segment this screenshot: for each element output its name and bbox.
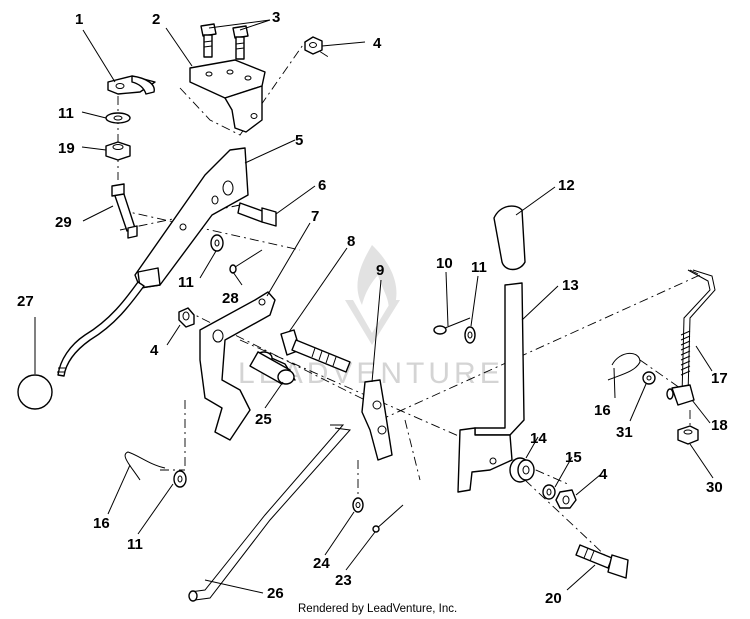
- part-4-nut-right: [555, 489, 577, 509]
- callout-5: 5: [295, 132, 303, 149]
- leader-lines: [34, 19, 714, 594]
- callout-28: 28: [222, 290, 239, 307]
- part-11-washer-mid: [210, 234, 224, 252]
- part-16-hairpin-right: [607, 352, 641, 381]
- callout-4-left: 4: [150, 342, 159, 359]
- part-7-bracket: [199, 291, 276, 441]
- callout-12: 12: [558, 177, 575, 194]
- part-14-bushing: [509, 457, 535, 483]
- part-30-nut: [677, 425, 699, 445]
- part-24-washer: [352, 497, 364, 513]
- part-11-washer-lower: [173, 470, 187, 488]
- callout-9: 9: [376, 262, 384, 279]
- assembly-lines: [117, 41, 701, 561]
- part-19-nut: [105, 141, 131, 161]
- part-28-cotter-pin: [229, 249, 263, 274]
- callout-6: 6: [318, 177, 326, 194]
- part-29-link: [111, 183, 138, 239]
- part-16-hairpin-left: [124, 451, 166, 481]
- callout-30: 30: [706, 479, 723, 496]
- callout-27: 27: [17, 293, 34, 310]
- part-26-link-rod: [188, 424, 351, 602]
- callout-7: 7: [311, 208, 319, 225]
- callout-19: 19: [58, 140, 75, 157]
- callout-15: 15: [565, 449, 582, 466]
- callout-4-right: 4: [599, 466, 608, 483]
- part-8-bolt: [280, 329, 351, 373]
- callout-26: 26: [267, 585, 284, 602]
- part-11-washer-left: [105, 112, 131, 124]
- callout-18: 18: [711, 417, 728, 434]
- callout-14: 14: [530, 430, 547, 447]
- part-11-washer-right: [464, 326, 476, 344]
- callout-10: 10: [436, 255, 453, 272]
- callout-3: 3: [272, 9, 280, 26]
- callout-25: 25: [255, 411, 272, 428]
- part-27-knob: [17, 374, 53, 410]
- callout-17: 17: [711, 370, 728, 387]
- callout-29: 29: [55, 214, 72, 231]
- callout-2: 2: [152, 11, 160, 28]
- callout-8: 8: [347, 233, 355, 250]
- callout-20: 20: [545, 590, 562, 607]
- callout-11-lower: 11: [127, 536, 143, 553]
- part-31-washer: [642, 371, 656, 385]
- callout-16-left: 16: [93, 515, 110, 532]
- part-15-washer: [542, 484, 556, 500]
- part-6-bolt: [237, 202, 277, 227]
- part-12-grip: [493, 205, 526, 271]
- part-9-plate: [361, 379, 393, 461]
- part-10-hairpin: [433, 317, 471, 335]
- part-13-lever: [457, 282, 525, 493]
- callout-11-mid: 11: [178, 274, 194, 291]
- callout-11-right: 11: [471, 259, 487, 276]
- part-20-bolt: [575, 544, 629, 579]
- part-5-arm: [57, 147, 249, 377]
- callout-24: 24: [313, 555, 330, 572]
- part-1-clip: [107, 75, 156, 95]
- footer-credit: Rendered by LeadVenture, Inc.: [298, 603, 457, 615]
- callout-11-top: 11: [58, 105, 74, 122]
- callout-31: 31: [616, 424, 633, 441]
- callout-13: 13: [562, 277, 579, 294]
- part-4-nut-top: [304, 36, 323, 55]
- part-18-swivel: [666, 384, 695, 406]
- part-17-rod: [680, 269, 716, 396]
- part-4-nut-left: [178, 307, 195, 328]
- part-2-bracket: [189, 59, 266, 133]
- callout-1: 1: [75, 11, 83, 28]
- callout-4-top: 4: [373, 35, 382, 52]
- callout-23: 23: [335, 572, 352, 589]
- callout-labels: 1 2 3 4 11 19 5 6 29 7 8 11 28 9 10 11 1…: [17, 9, 728, 607]
- part-23-cotter-pin: [372, 504, 404, 533]
- callout-16-right: 16: [594, 402, 611, 419]
